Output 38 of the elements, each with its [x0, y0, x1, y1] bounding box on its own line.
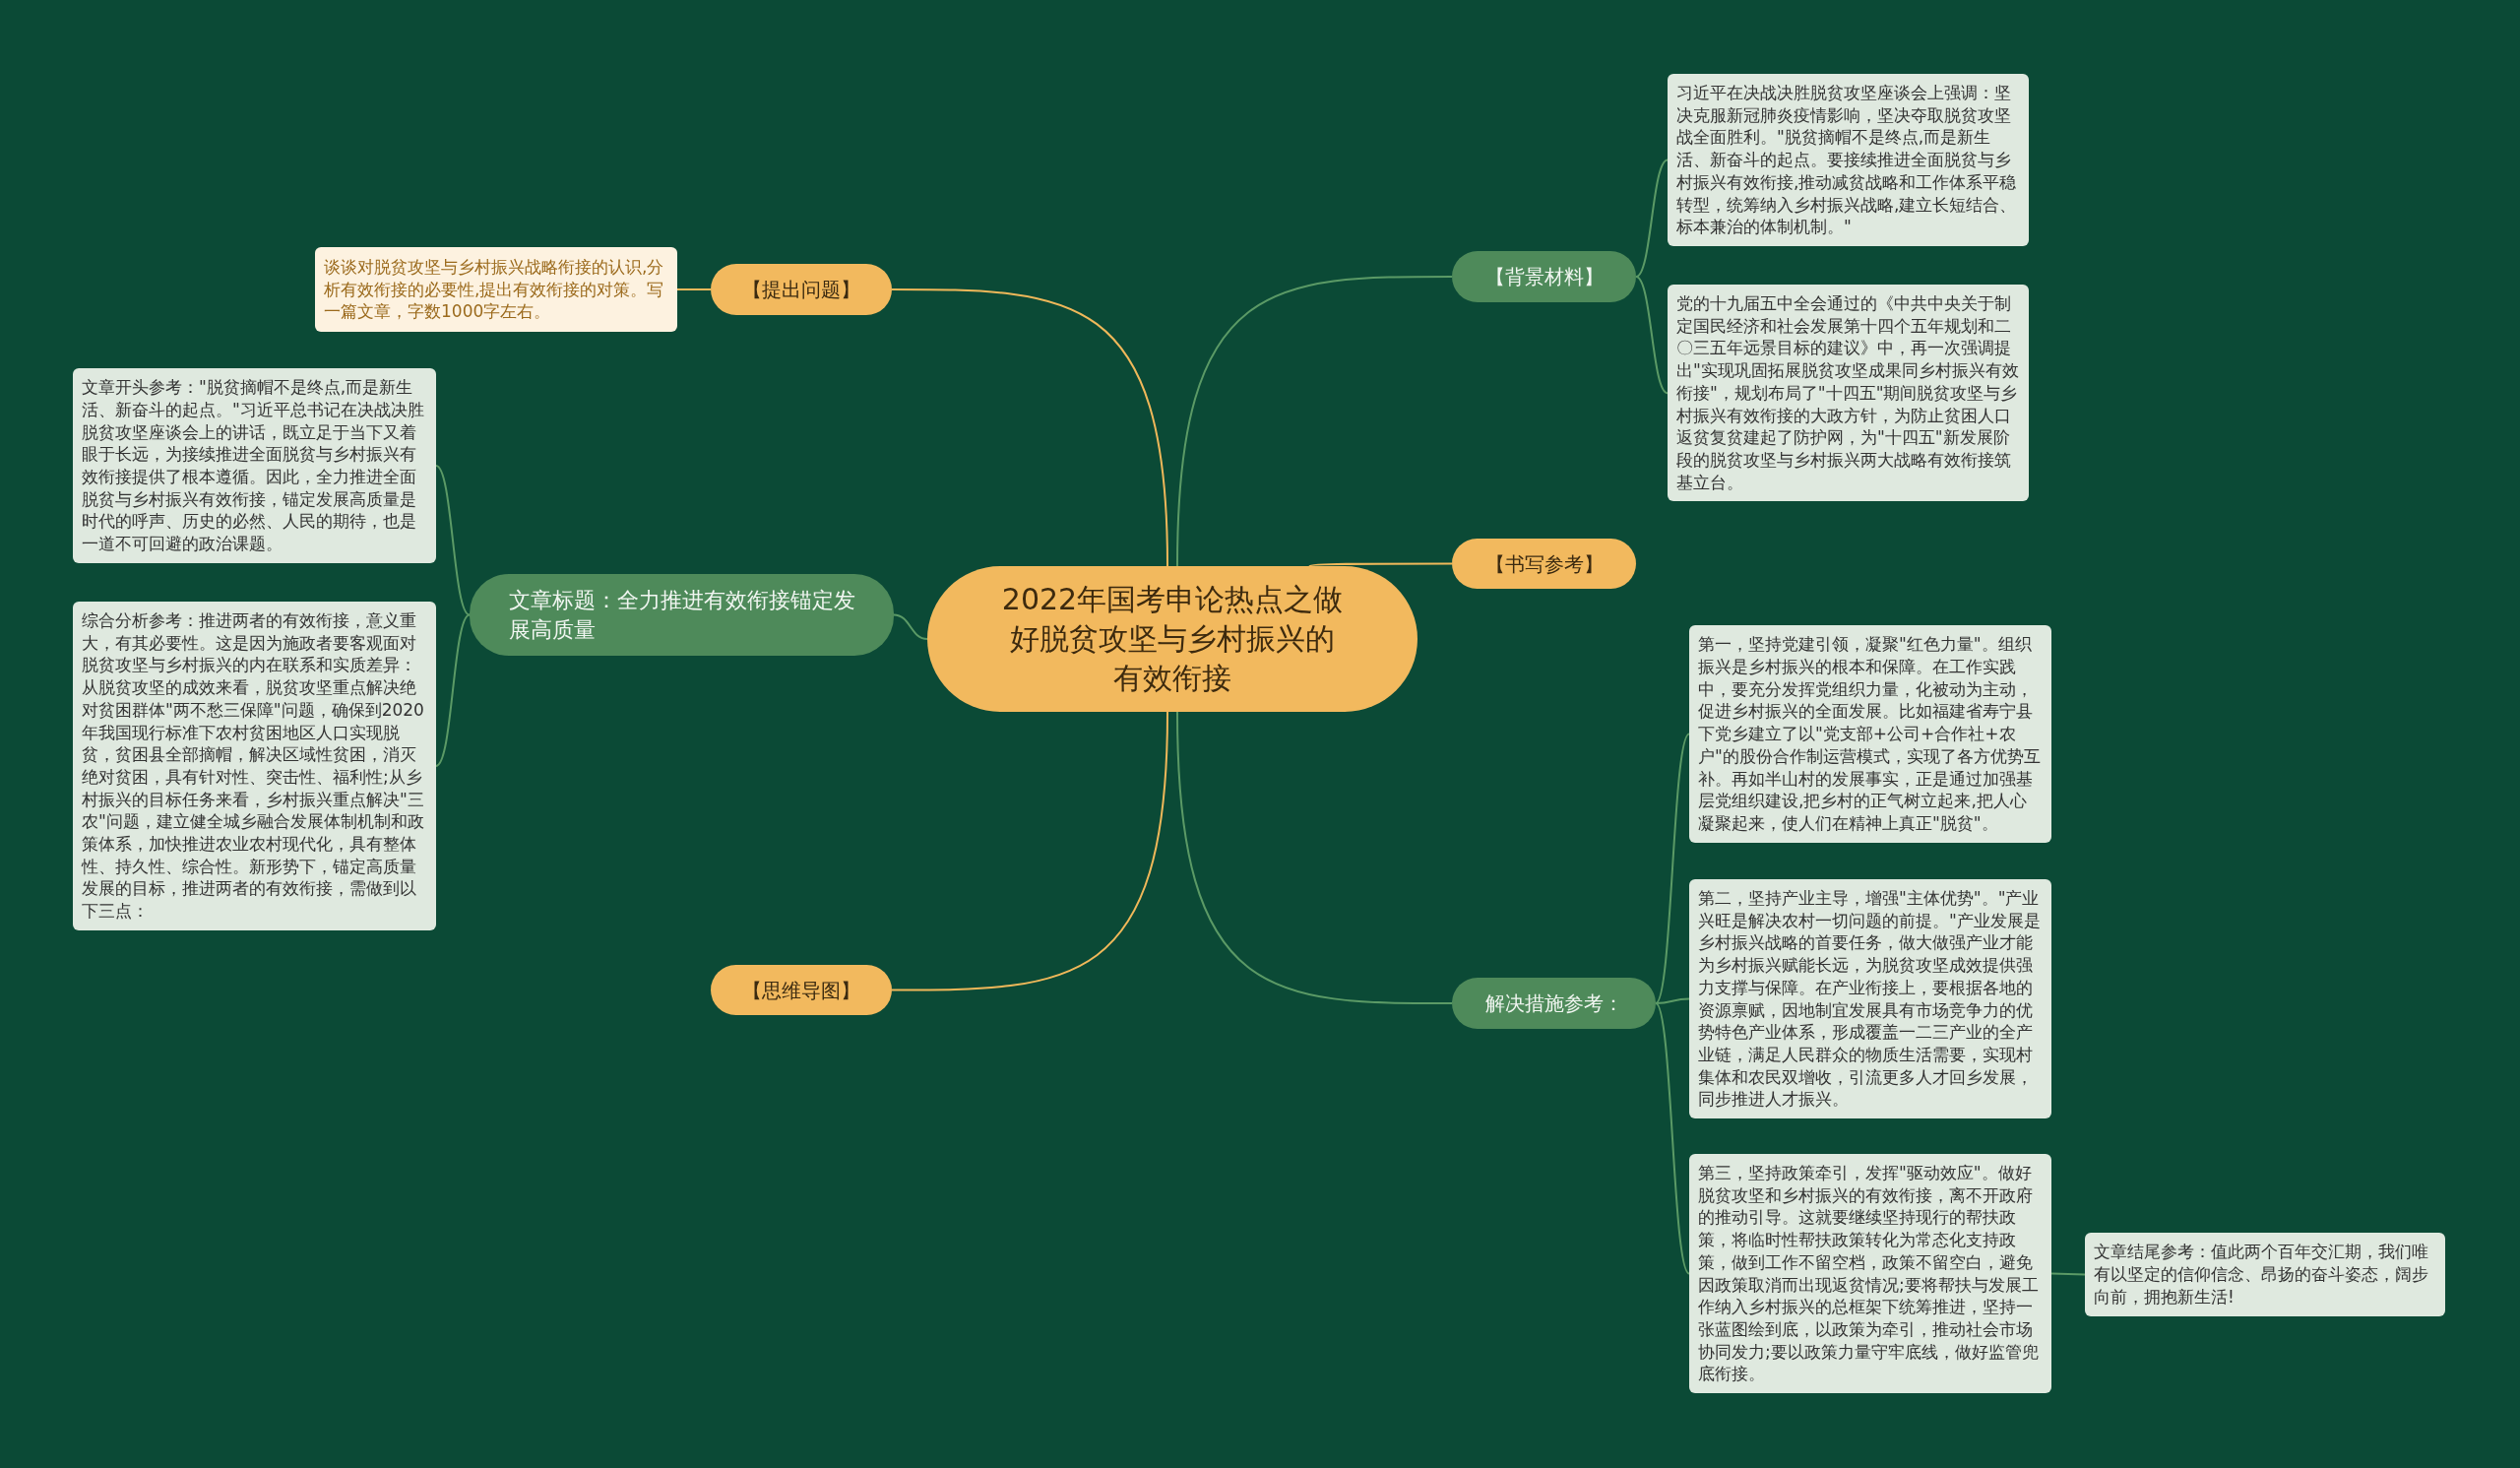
- connector-line: [435, 465, 471, 616]
- branch-topic: [1452, 539, 1636, 589]
- connector-line: [1176, 276, 1453, 567]
- note-text: 第一，坚持党建引领，凝聚"红色力量"。组织振兴是乡村振兴的根本和保障。在工作实践中，要充分发挥党组织力量，化被动为主动，促进乡村振兴的全面发展。比如福建省寿宁县下党乡建立了以"党支部+公司+合作社+农户"的股份合作制运营模式，实现了各方优势互补。再如半山村的发展事实，正是通过加强基层党组织建设,把乡村的正气树立起来,把人心凝聚起来，使人们在精神上真正"脱贫"。: [1698, 633, 2042, 835]
- connector-line: [2050, 1272, 2086, 1276]
- connector-line: [1176, 711, 1453, 1004]
- connector-line: [891, 711, 1168, 991]
- connector-line: [676, 288, 712, 290]
- note-text: 第三，坚持政策牵引，发挥"驱动效应"。做好脱贫攻坚和乡村振兴的有效衔接，离不开政府的推动引导。这就要继续坚持现行的帮扶政策，将临时性帮扶政策转化为常态化支持政策，做到工作不留空档，政策不留空白，避免因政策取消而出现返贫情况;要将帮扶与发展工作纳入乡村振兴的总框架下统筹推进，坚持一张蓝图绘到底，以政策为牵引，推动社会市场协同发力;要以政策力量守牢底线，做好监管兜底衔接。: [1698, 1162, 2040, 1386]
- branch-topic: [1452, 251, 1636, 302]
- branch-label: 【思维导图】: [741, 977, 861, 1003]
- connector-line: [1635, 276, 1669, 395]
- connector-line: [893, 613, 928, 640]
- note-card: [2085, 1233, 2445, 1316]
- note-text: 综合分析参考：推进两者的有效衔接，意义重大，有其必要性。这是因为施政者要客观面对脱贫攻坚与乡村振兴的内在联系和实质差异：从脱贫攻坚的成效来看，脱贫攻坚重点解决绝对贫困群体"两不愁三保障"问题，确保到2020年我国现行标准下农村贫困地区人口实现脱贫，贫困县全部摘帽，解决区域性贫困，消灭绝对贫困，具有针对性、突击性、福利性;从乡村振兴的目标任务来看，乡村振兴重点解决"三农"问题，建立健全城乡融合发展体制机制和政策体系，加快推进农业农村现代化，具有整体性、持久性、综合性。新形势下，锚定高质量发展的目标，推进两者的有效衔接，需做到以下三点：: [82, 609, 425, 923]
- note-text: 党的十九届五中全会通过的《中共中央关于制定国民经济和社会发展第十四个五年规划和二〇三五年远景目标的建议》中，再一次强调提出"实现巩固拓展脱贫攻坚成果同乡村振兴有效衔接"，规划布局了"十四五"期间脱贫攻坚与乡村振兴有效衔接的大政方针，为防止贫困人口返贫复贫建起了防护网，为"十四五"新发展阶段的脱贫攻坚与乡村振兴两大战略有效衔接筑基立台。: [1676, 292, 2020, 494]
- branch-label: 解决措施参考：: [1483, 990, 1624, 1016]
- connector-line: [1655, 997, 1690, 1004]
- connector-line: [1655, 1002, 1690, 1275]
- branch-topic: [711, 965, 892, 1015]
- branch-label: 【背景材料】: [1483, 264, 1605, 289]
- note-text: 谈谈对脱贫攻坚与乡村振兴战略衔接的认识,分析有效衔接的必要性,提出有效衔接的对策。写一篇文章，字数1000字左右。: [324, 255, 665, 324]
- connector-line: [1635, 159, 1669, 278]
- branch-label: 【书写参考】: [1483, 550, 1605, 577]
- connector-line: [1308, 562, 1453, 567]
- note-text: 文章结尾参考：值此两个百年交汇期，我们唯有以坚定的信仰信念、昂扬的奋斗姿态，阔步向前，拥抱新生活!: [2094, 1241, 2429, 1308]
- topic-title: 2022年国考申论热点之做好脱贫攻坚与乡村振兴的有效衔接: [1000, 581, 1345, 697]
- connector-line: [435, 613, 471, 767]
- connector-line: [891, 288, 1168, 567]
- note-text: 第二，坚持产业主导，增强"主体优势"。"产业兴旺是解决农村一切问题的前提。"产业发展是乡村振兴战略的首要任务，做大做强产业才能为乡村振兴赋能长远，为脱贫攻坚成效提供强力支撑与保障。在产业衔接上，要根据各地的资源禀赋，因地制宜发展具有市场竞争力的优势特色产业体系，形成覆盖一二三产业的全产业链，满足人民群众的物质生活需要，实现村集体和农民双增收，引流更多人才回乡发展，同步推进人才振兴。: [1698, 887, 2042, 1112]
- note-text: 习近平在决战决胜脱贫攻坚座谈会上强调：坚决克服新冠肺炎疫情影响，坚决夺取脱贫攻坚战全面胜利。"脱贫摘帽不是终点,而是新生活、新奋斗的起点。要接续推进全面脱贫与乡村振兴有效衔接,推动减贫战略和工作体系平稳转型，统筹纳入乡村振兴战略,建立长短结合、标本兼治的体制机制。": [1676, 82, 2018, 238]
- note-card: [315, 247, 677, 332]
- branch-label: 【提出问题】: [741, 277, 861, 302]
- connector-line: [1655, 733, 1690, 1004]
- branch-topic: [711, 264, 892, 315]
- branch-label: 文章标题：全力推进有效衔接锚定发展高质量: [509, 586, 856, 644]
- branch-topic: [1452, 978, 1656, 1029]
- note-text: 文章开头参考："脱贫摘帽不是终点,而是新生活、新奋斗的起点。"习近平总书记在决战决胜脱贫攻坚座谈会上的讲话，既立足于当下又着眼于长远，为接续推进全面脱贫与乡村振兴有效衔接提供了根本遵循。因此，全力推进全面脱贫与乡村振兴有效衔接，锚定发展高质量是时代的呼声、历史的必然、人民的期待，也是一道不可回避的政治课题。: [82, 376, 425, 555]
